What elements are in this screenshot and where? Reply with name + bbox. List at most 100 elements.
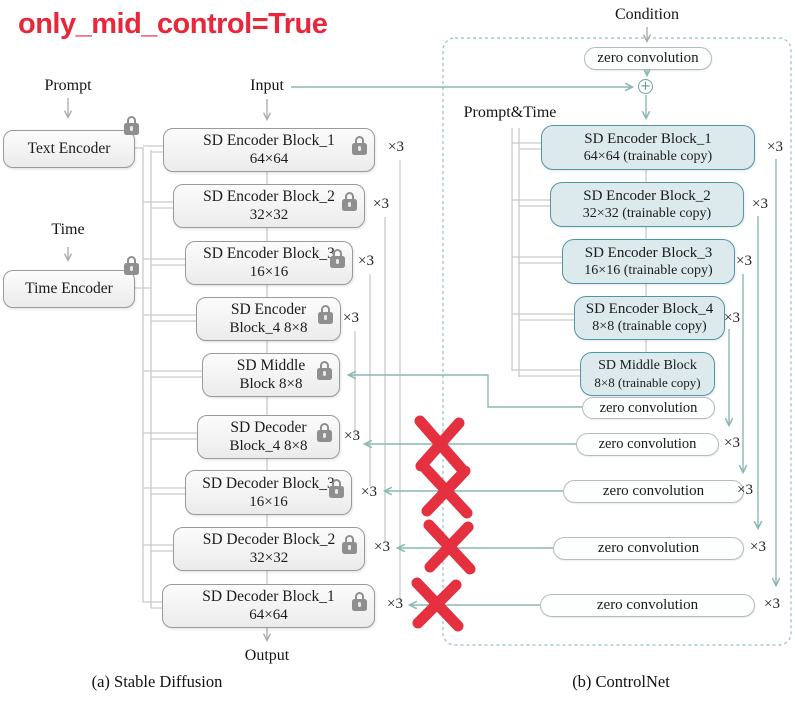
block-label: SD Encoder Block_2	[203, 188, 335, 205]
sd-decoder-block-4: SD Decoder Block_4 8×8	[197, 415, 340, 459]
lock-icon	[124, 116, 139, 135]
text-encoder-block: Text Encoder	[3, 116, 139, 168]
sd-encoder-block-3: SD Encoder Block_3 16×16	[185, 241, 353, 285]
sd-encoder-block-4: SD Encoder Block_4 8×8	[196, 297, 341, 341]
times3-label: ×3	[387, 596, 403, 612]
zero-convolution-label: zero convolution	[599, 399, 698, 416]
times3-label: ×3	[724, 310, 740, 326]
lock-icon	[352, 592, 367, 611]
lock-icon	[318, 305, 333, 324]
block-size: Block_4 8×8	[229, 438, 308, 454]
block-size: 32×32 (trainable copy)	[582, 205, 712, 221]
times3-label: ×3	[373, 196, 389, 212]
sd-encoder-block-1: SD Encoder Block_1 64×64	[163, 128, 375, 172]
block-label: SD Decoder Block_3	[202, 474, 335, 492]
controlnet-encoder-block-3: SD Encoder Block_3 16×16 (trainable copy…	[562, 239, 735, 284]
block-label: SD Middle	[236, 357, 306, 374]
block-label: SD Encoder Block_2	[583, 187, 711, 204]
sd-encoder-block-2: SD Encoder Block_2 32×32	[173, 184, 365, 228]
controlnet-dashed-boundary	[442, 37, 792, 646]
block-label: SD Encoder Block_1	[584, 130, 712, 147]
lock-icon	[124, 256, 139, 275]
times3-label: ×3	[724, 435, 740, 451]
times3-label: ×3	[374, 539, 390, 555]
block-label: SD Encoder Block_4	[585, 301, 714, 317]
lock-icon	[352, 136, 367, 155]
zero-convolution-label: zero convolution	[596, 597, 699, 613]
zero-convolution-label: zero convolution	[602, 483, 705, 499]
zero-convolution-pill-dec4: zero convolution	[576, 433, 719, 456]
zero-convolution-label: zero convolution	[597, 50, 699, 66]
sd-decoder-block-3: SD Decoder Block_3 16×16	[185, 470, 352, 515]
times3-label: ×3	[361, 484, 377, 500]
zero-convolution-pill-dec2: zero convolution	[553, 537, 744, 560]
zero-convolution-pill-top: zero convolution	[584, 47, 712, 70]
time-encoder-block: Time Encoder	[3, 256, 139, 308]
time-label: Time	[51, 221, 85, 238]
times3-label: ×3	[764, 596, 780, 612]
lock-icon	[342, 192, 357, 211]
block-size: 16×16 (trainable copy)	[584, 262, 713, 278]
zero-convolution-pill-dec1: zero convolution	[540, 594, 755, 617]
red-x-icon	[414, 415, 467, 474]
add-node: +	[638, 79, 653, 94]
times3-label: ×3	[737, 482, 753, 498]
zero-convolution-label: zero convolution	[597, 540, 700, 556]
times3-label: ×3	[750, 539, 766, 555]
sd-decoder-block-1: SD Decoder Block_1 64×64	[162, 584, 375, 628]
times3-label: ×3	[388, 139, 404, 155]
lock-icon	[329, 478, 344, 498]
controlnet-middle-block: SD Middle Block 8×8 (trainable copy)	[580, 352, 715, 396]
block-label: SD Encoder	[230, 301, 307, 318]
times3-label: ×3	[767, 139, 783, 155]
red-x-icon	[423, 519, 476, 575]
zero-convolution-label: zero convolution	[598, 436, 697, 452]
block-size: 8×8 (trainable copy)	[592, 319, 707, 334]
sd-decoder-block-2: SD Decoder Block_2 32×32	[173, 527, 365, 571]
input-label: Input	[250, 77, 284, 94]
text-encoder-label: Text Encoder	[27, 140, 111, 157]
caption-controlnet: (b) ControlNet	[572, 672, 670, 691]
block-label: SD Decoder Block_1	[202, 588, 335, 605]
block-label: SD Encoder Block_3	[584, 244, 713, 261]
block-size: 32×32	[249, 550, 289, 566]
times3-label: ×3	[358, 253, 374, 269]
times3-label: ×3	[344, 428, 360, 444]
condition-label: Condition	[614, 6, 679, 23]
block-size: 32×32	[249, 207, 289, 223]
times3-label: ×3	[736, 253, 752, 269]
block-size: 16×16	[249, 493, 288, 510]
lock-icon	[330, 249, 345, 268]
zero-convolution-pill-middle: zero convolution	[582, 397, 715, 419]
io-arrows	[68, 27, 647, 640]
times3-label: ×3	[343, 310, 359, 326]
red-x-icon	[420, 463, 473, 519]
lock-icon	[317, 423, 332, 442]
prompt-label: Prompt	[44, 77, 92, 94]
output-label: Output	[244, 647, 290, 664]
red-x-icon	[411, 577, 464, 632]
block-label: SD Decoder Block_2	[202, 531, 336, 548]
block-label: SD Decoder	[230, 419, 307, 436]
block-size: 8×8 (trainable copy)	[594, 375, 701, 390]
block-label: SD Encoder Block_1	[203, 132, 335, 149]
caption-stable-diffusion: (a) Stable Diffusion	[91, 672, 223, 691]
block-size: Block 8×8	[239, 376, 303, 392]
block-size: 64×64 (trainable copy)	[583, 148, 713, 164]
time-encoder-label: Time Encoder	[25, 280, 113, 297]
controlnet-encoder-block-1: SD Encoder Block_1 64×64 (trainable copy…	[541, 125, 755, 170]
controlnet-encoder-block-2: SD Encoder Block_2 32×32 (trainable copy…	[550, 182, 744, 227]
lock-icon	[342, 535, 357, 554]
controlnet-conditioning-lines	[511, 128, 647, 377]
sd-middle-block: SD Middle Block 8×8	[202, 353, 340, 397]
block-size: 16×16	[249, 264, 289, 280]
times3-label: ×3	[752, 196, 768, 212]
controlnet-encoder-block-4: SD Encoder Block_4 8×8 (trainable copy)	[574, 296, 725, 340]
control-flow-lines	[291, 69, 776, 605]
page-title: only_mid_control=True	[18, 8, 328, 40]
block-size: 64×64	[249, 151, 289, 167]
block-label: SD Encoder Block_3	[203, 245, 335, 262]
prompt-time-label: Prompt&Time	[463, 104, 557, 121]
